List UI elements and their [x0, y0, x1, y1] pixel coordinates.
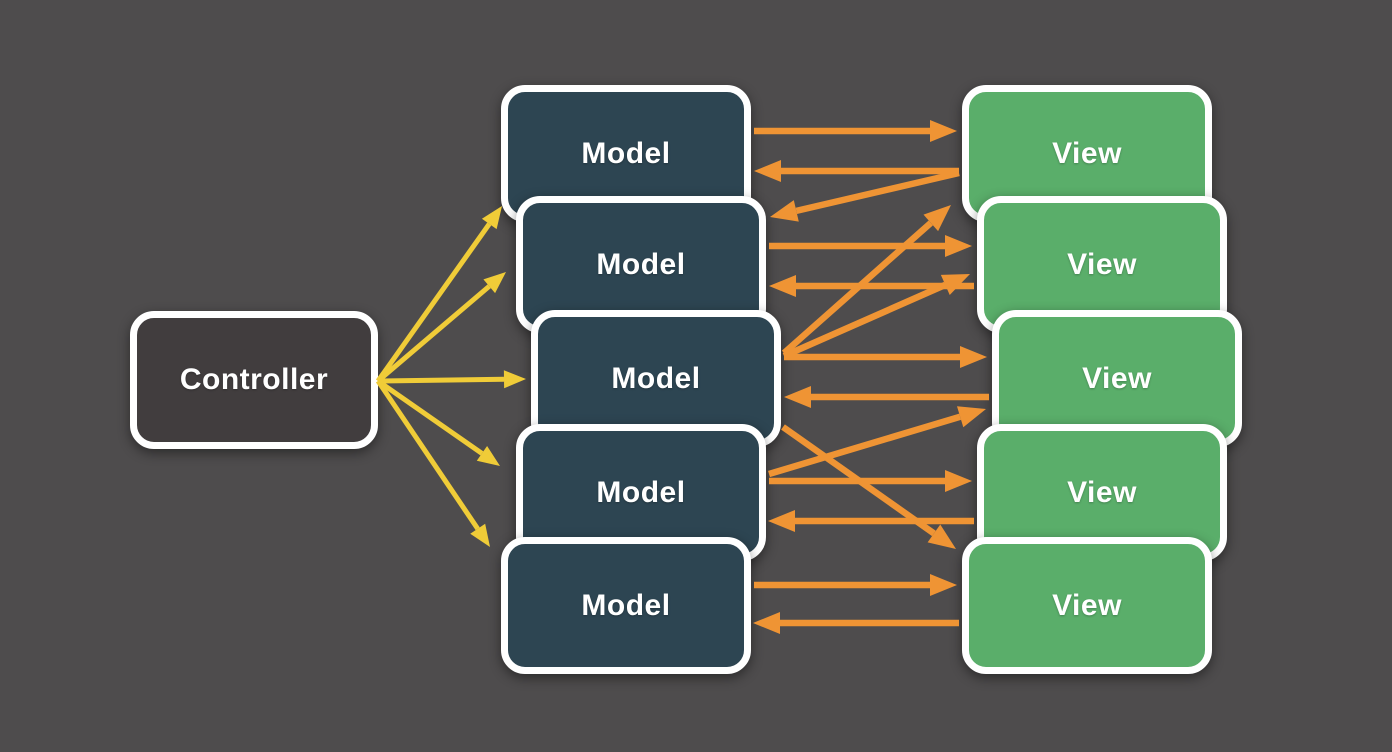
arrow-view-3-to-model-3: [784, 386, 989, 408]
model-box-5: Model: [501, 537, 751, 674]
view-label-2: View: [1067, 247, 1137, 281]
arrow-model-3-to-view-2-corner: [781, 205, 951, 356]
arrow-model-5-to-view-5: [754, 574, 957, 596]
arrow-view-1-to-model-2: [770, 169, 960, 222]
arrow-model-3-to-view-3: [784, 346, 987, 368]
arrow-controller-to-model-3: [377, 370, 526, 389]
view-label-1: View: [1052, 136, 1122, 170]
model-label-1: Model: [581, 136, 671, 170]
model-label-5: Model: [581, 588, 671, 622]
controller-box: Controller: [130, 311, 378, 449]
arrow-controller-to-model-2: [376, 272, 506, 383]
arrow-view-1-to-model-1: [754, 160, 959, 182]
view-box-5: View: [962, 537, 1212, 674]
arrow-controller-to-model-4: [376, 378, 500, 466]
view-label-4: View: [1067, 475, 1137, 509]
arrow-model-4-to-view-4: [769, 470, 972, 492]
controller-label: Controller: [179, 363, 329, 396]
model-label-3: Model: [611, 361, 701, 395]
arrow-controller-to-model-1: [375, 206, 502, 383]
arrow-model-4-to-view-3: [768, 406, 986, 478]
arrow-model-3-to-view-5: [781, 424, 956, 549]
arrow-view-5-to-model-5: [753, 612, 959, 634]
view-label-3: View: [1082, 361, 1152, 395]
view-label-5: View: [1052, 588, 1122, 622]
arrow-model-3-to-view-2: [782, 274, 970, 359]
arrow-model-2-to-view-2: [769, 235, 972, 257]
model-label-4: Model: [596, 475, 686, 509]
model-label-2: Model: [596, 247, 686, 281]
arrow-model-1-to-view-1: [754, 120, 957, 142]
arrow-view-2-to-model-2: [769, 275, 974, 297]
arrow-view-4-to-model-4: [768, 510, 974, 532]
arrow-controller-to-model-5: [375, 379, 490, 547]
